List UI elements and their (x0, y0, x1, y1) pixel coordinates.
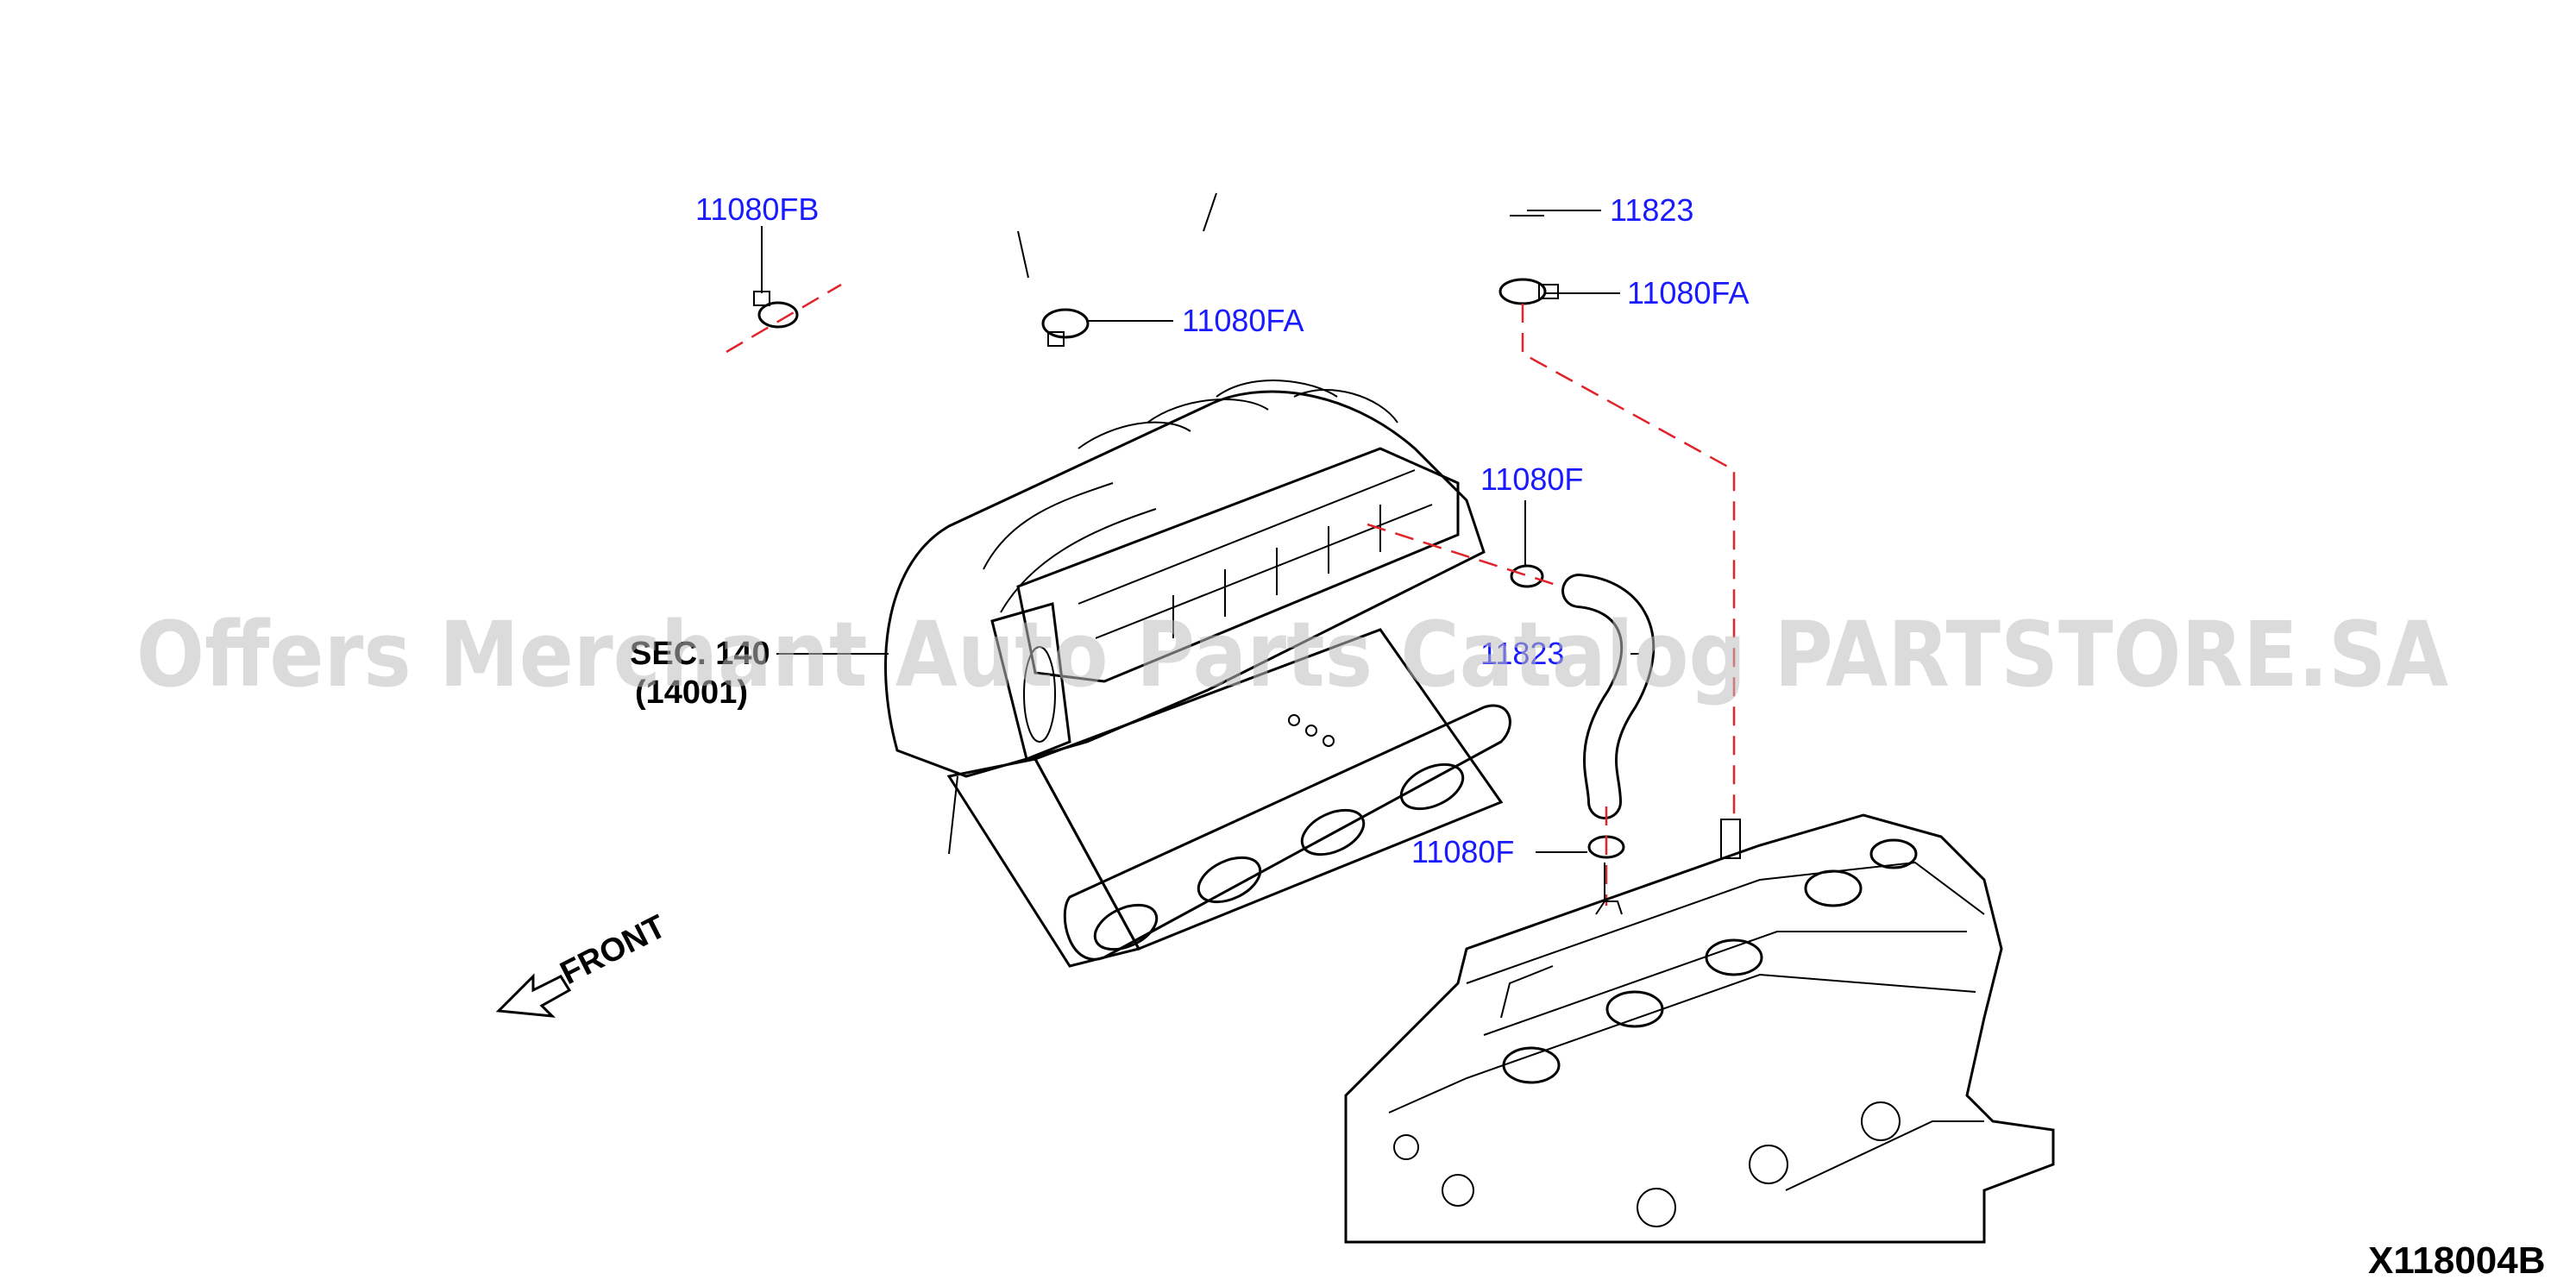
callout-11080F-upper[interactable]: 11080F (1480, 461, 1583, 497)
callout-11080FA-left[interactable]: 11080FA (1182, 303, 1304, 338)
clamp-11080FB[interactable] (753, 291, 799, 329)
callout-11080FB[interactable]: 11080FB (695, 191, 819, 227)
callout-11823-mid[interactable]: 11823 (1480, 636, 1564, 671)
middle-hose-11823[interactable] (1561, 574, 1656, 819)
front-label: FRONT (555, 908, 672, 992)
callout-11823-top[interactable]: 11823 (1610, 192, 1693, 228)
callout-11080FA-right[interactable]: 11080FA (1627, 275, 1749, 311)
sec-label-line2: (14001) (635, 675, 748, 711)
dash-leader-right (1521, 304, 1736, 819)
clamp-11080FA-left[interactable] (1041, 308, 1090, 347)
upper-hose-11823[interactable] (812, 137, 1544, 296)
sec-label-line1[interactable]: SEC. 140 (630, 636, 770, 672)
clamp-11080FA-right[interactable] (1498, 278, 1559, 305)
cylinder-head[interactable] (1344, 813, 2055, 1244)
callout-11080F-lower[interactable]: 11080F (1411, 834, 1514, 869)
dash-leader-middle (1367, 523, 1562, 588)
watermark: Offers Merchant Auto Parts Catalog PARTS… (136, 602, 2448, 707)
front-arrow-icon (495, 973, 572, 1018)
leader-lines (761, 210, 1639, 853)
clamp-11080F-upper[interactable] (1510, 564, 1544, 588)
figure-id: X118004B (2368, 1239, 2546, 1280)
dash-leader-left (726, 283, 842, 354)
